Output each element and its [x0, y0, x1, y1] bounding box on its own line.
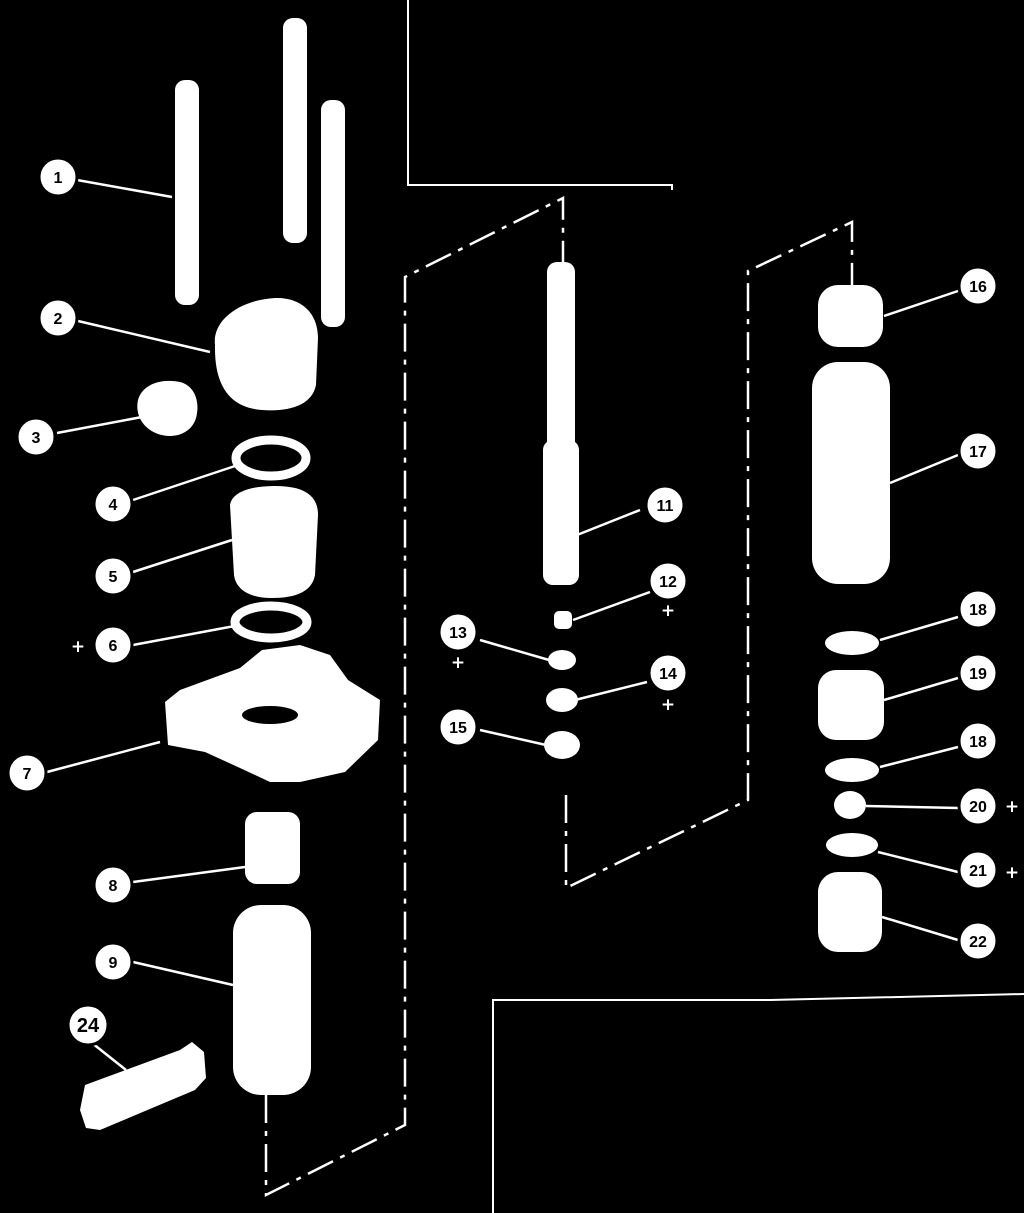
callout-8: 8 [92, 864, 134, 906]
callout-17: 17 [957, 430, 999, 472]
part-11-rod-lower [543, 440, 579, 585]
callout-9: 9 [92, 941, 134, 983]
svg-text:19: 19 [969, 666, 987, 683]
part-1-rod-c [321, 100, 345, 327]
svg-text:24: 24 [77, 1015, 100, 1037]
part-16-cap [818, 285, 883, 347]
part-2-head [214, 297, 318, 411]
svg-text:4: 4 [109, 497, 118, 514]
callout-4: 4 [92, 483, 134, 525]
part-1-rod-a [175, 80, 199, 305]
part-18-washer-a [825, 631, 879, 655]
dash-connector-lines [264, 195, 854, 1198]
svg-text:18: 18 [969, 734, 987, 751]
part-1-rod-b [283, 18, 307, 243]
plus-marker-20: + [1005, 797, 1019, 817]
svg-text:2: 2 [54, 311, 63, 328]
svg-text:6: 6 [109, 638, 118, 655]
part-3-fitting [137, 380, 198, 437]
svg-text:5: 5 [109, 569, 118, 586]
background-frame-lines [407, 0, 1024, 1213]
svg-text:22: 22 [969, 934, 987, 951]
part-5-cap [230, 486, 318, 598]
svg-text:15: 15 [449, 720, 467, 737]
svg-text:13: 13 [449, 625, 467, 642]
part-6-ring [230, 601, 312, 643]
part-18-washer-b [825, 758, 879, 782]
callout-18-lower: 18 [957, 720, 999, 762]
part-4-ring [231, 435, 311, 481]
callout-18-upper: 18 [957, 588, 999, 630]
callout-22: 22 [957, 920, 999, 962]
part-9-cylinder [233, 905, 311, 1095]
callout-21: 21 [957, 849, 999, 891]
svg-text:18: 18 [969, 602, 987, 619]
callout-13: 13 [437, 611, 479, 653]
part-20 [834, 791, 866, 819]
svg-text:12: 12 [659, 574, 677, 591]
svg-text:1: 1 [54, 170, 63, 187]
part-14 [546, 688, 578, 712]
svg-text:17: 17 [969, 444, 987, 461]
callout-20: 20 [957, 785, 999, 827]
leader-lines [46, 178, 959, 1071]
callout-5: 5 [92, 555, 134, 597]
plus-marker-21: + [1005, 863, 1019, 883]
part-12 [554, 611, 572, 629]
plus-markers: + + + + + + [71, 601, 1019, 883]
svg-text:8: 8 [109, 878, 118, 895]
plus-marker-14: + [661, 695, 675, 715]
plus-marker-12: + [661, 601, 675, 621]
callouts: 1 2 3 4 5 6 7 8 9 24 11 12 13 14 15 16 1… [6, 156, 999, 1047]
svg-text:9: 9 [109, 955, 118, 972]
callout-11: 11 [644, 484, 686, 526]
callout-3: 3 [15, 416, 57, 458]
callout-16: 16 [957, 265, 999, 307]
callout-14: 14 [647, 652, 689, 694]
part-19-body [818, 670, 884, 740]
callout-12: 12 [647, 560, 689, 602]
svg-text:14: 14 [659, 666, 677, 683]
part-15 [544, 731, 580, 759]
parts [80, 18, 890, 1130]
callout-19: 19 [957, 652, 999, 694]
svg-text:7: 7 [23, 766, 32, 783]
part-22-body [818, 872, 882, 952]
svg-text:3: 3 [32, 430, 41, 447]
part-11-rod-upper [547, 262, 575, 452]
part-13 [548, 650, 576, 670]
svg-text:16: 16 [969, 279, 987, 296]
callout-24: 24 [66, 1003, 110, 1047]
plus-marker-6: + [71, 637, 85, 657]
svg-text:21: 21 [969, 863, 987, 880]
svg-text:11: 11 [657, 498, 674, 515]
callout-15: 15 [437, 706, 479, 748]
callout-1: 1 [37, 156, 79, 198]
callout-2: 2 [37, 297, 79, 339]
part-8-sleeve [245, 812, 300, 884]
part-24-fitting [80, 1042, 206, 1130]
part-21 [826, 833, 878, 857]
plus-marker-13: + [451, 653, 465, 673]
callout-6: 6 [92, 624, 134, 666]
callout-7: 7 [6, 752, 48, 794]
part-17-tube [812, 362, 890, 584]
svg-text:20: 20 [969, 799, 987, 816]
